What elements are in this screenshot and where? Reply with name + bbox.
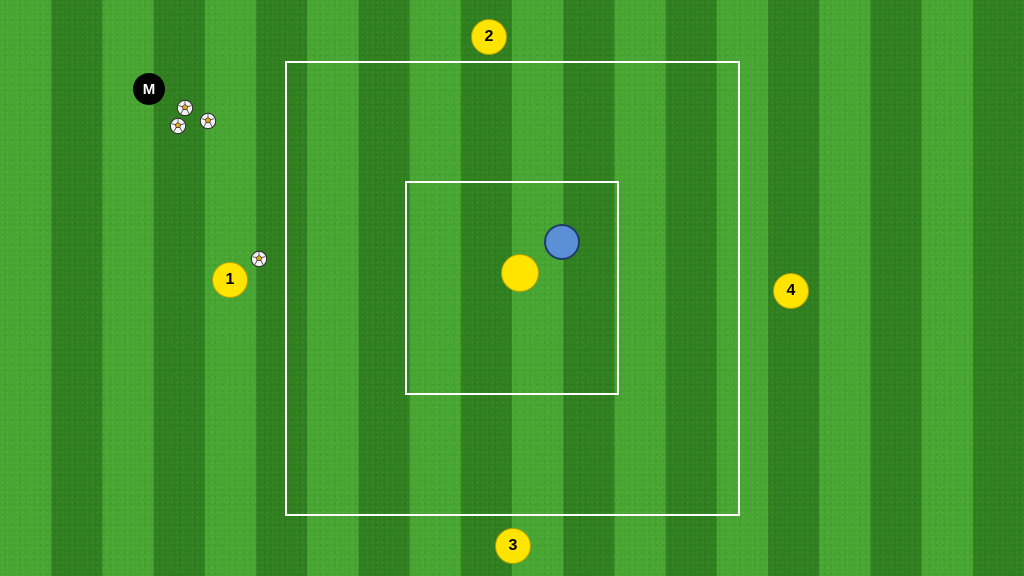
marker-label: 1: [225, 271, 235, 288]
coach-marker: M: [133, 73, 165, 105]
ball-icon: [199, 112, 217, 130]
player-marker-2: 2: [471, 19, 507, 55]
marker-label: 3: [508, 537, 518, 554]
ball-icon: [169, 117, 187, 135]
defender: [544, 224, 580, 260]
player-marker-3: 3: [495, 528, 531, 564]
player-marker-4: 4: [773, 273, 809, 309]
ball-icon: [176, 99, 194, 117]
center-attacker: [501, 254, 539, 292]
inner-square: [405, 181, 619, 395]
coach-label: M: [142, 80, 156, 98]
marker-label: 4: [786, 282, 796, 299]
marker-label: 2: [484, 28, 494, 45]
outer-square: [285, 61, 740, 516]
player-marker-1: 1: [212, 262, 248, 298]
ball-icon: [250, 250, 268, 268]
